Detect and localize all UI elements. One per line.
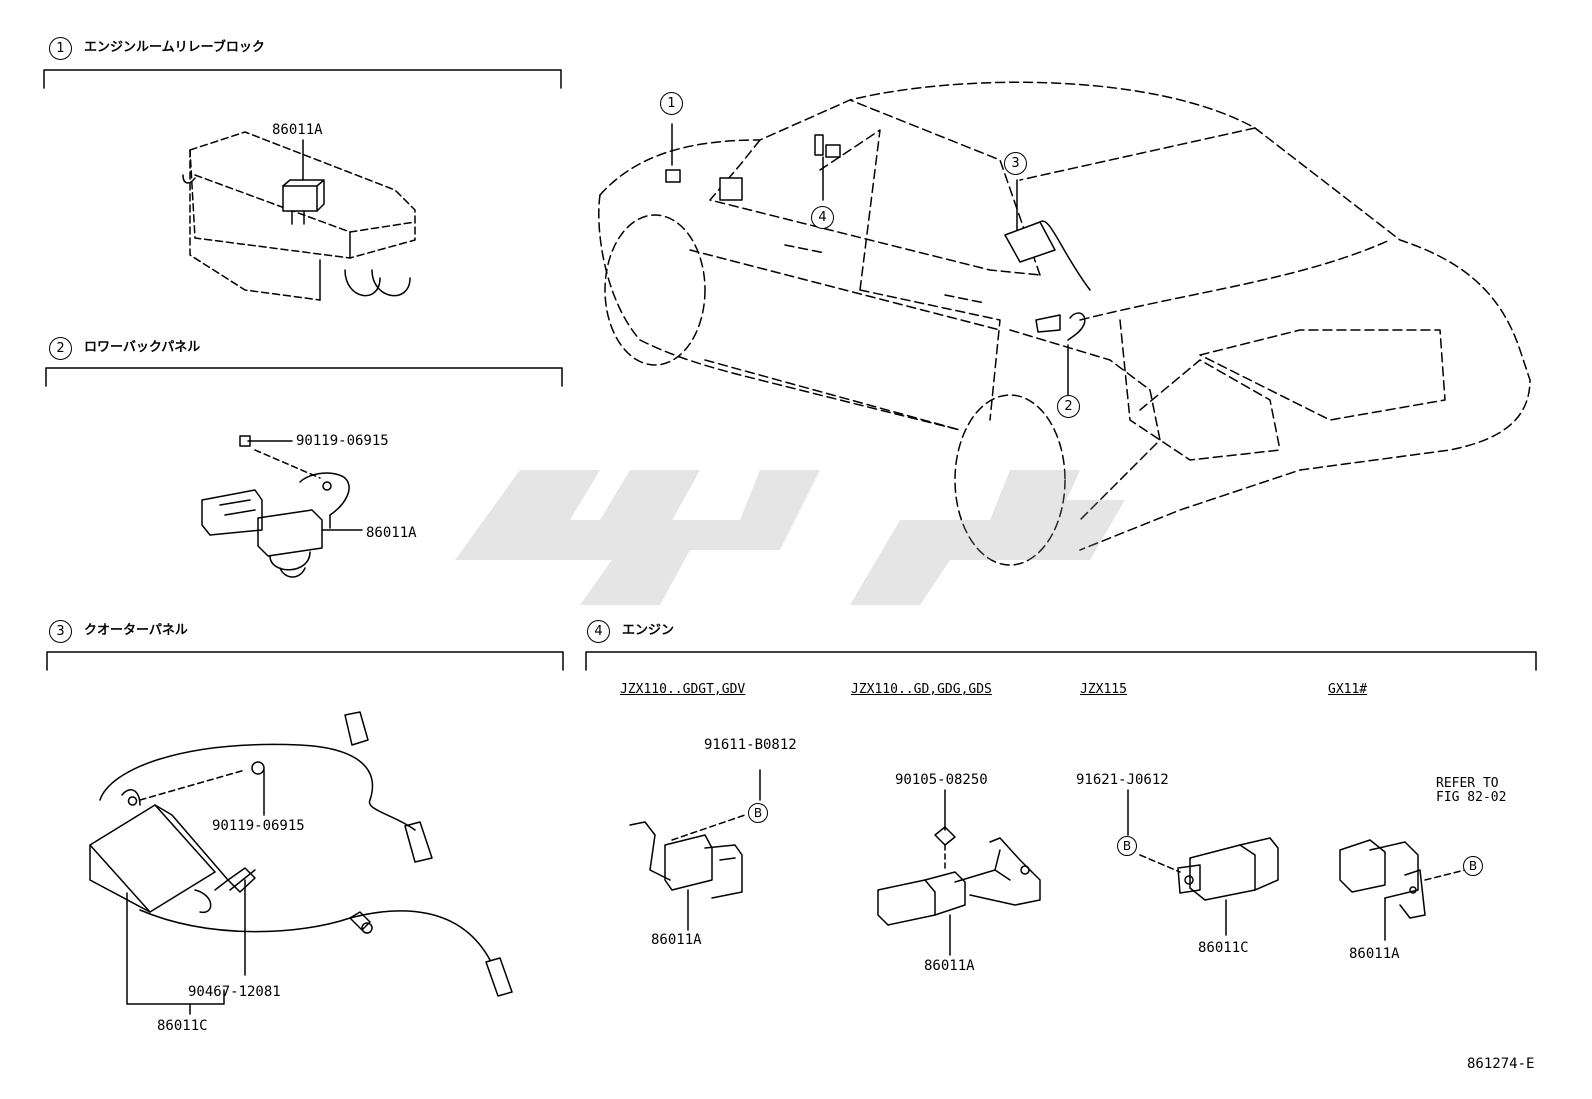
watermark-shapes [455, 470, 1125, 605]
variant-3-part: 86011C [1198, 940, 1249, 956]
section-1-number-badge: 1 [49, 37, 72, 60]
variant-1-drawing [629, 769, 761, 931]
variant-2-fastener: 90105-08250 [895, 772, 988, 788]
car-callout-4: 4 [811, 206, 834, 229]
car-component-markers [665, 123, 1091, 396]
variant-2-model: JZX110..GD,GDG,GDS [851, 682, 992, 697]
car-drawing [598, 81, 1531, 566]
sec2-part-number: 86011A [366, 525, 417, 541]
variant-1-model: JZX110..GDGT,GDV [620, 682, 746, 697]
relay-block-drawing [182, 131, 416, 301]
sec2-bolt-number: 90119-06915 [296, 433, 389, 449]
car-callout-2: 2 [1057, 395, 1080, 418]
variant-4-model: GX11# [1328, 682, 1368, 697]
section-1-frame [43, 69, 562, 89]
sec3-clip-number: 90467-12081 [188, 984, 281, 1000]
variant-1-fastener: 91611-B0812 [704, 737, 797, 753]
section-4-number-badge: 4 [587, 620, 610, 643]
variant-4-refer-line1: REFER TO [1436, 776, 1499, 791]
variant-2-part: 86011A [924, 958, 975, 974]
variant-1-b-marker: B [748, 803, 768, 823]
variant-4-b-marker: B [1463, 856, 1483, 876]
section-3-title: クオーターパネル [84, 623, 188, 638]
section-4-title: エンジン [622, 623, 675, 638]
variant-3-model: JZX115 [1080, 682, 1127, 697]
section-2-number-badge: 2 [49, 337, 72, 360]
variant-3-drawing [1127, 789, 1279, 936]
variant-4-part: 86011A [1349, 946, 1400, 962]
section-3-number-badge: 3 [49, 620, 72, 643]
car-callout-3: 3 [1004, 152, 1027, 175]
variant-1-part: 86011A [651, 932, 702, 948]
figure-code: 861274-E [1467, 1056, 1535, 1072]
section-3-frame [46, 651, 564, 671]
variant-4-drawing [1339, 839, 1466, 941]
sec3-part-number: 86011C [157, 1018, 208, 1034]
section-2-title: ロワーバックパネル [84, 340, 201, 355]
section-4-frame [585, 651, 1537, 671]
variant-4-refer-line2: FIG 82-02 [1436, 790, 1507, 805]
section-1-title: エンジンルームリレーブロック [84, 40, 265, 55]
variant-2-drawing [877, 789, 1041, 956]
quarter-panel-relay-drawing [89, 711, 513, 1015]
variant-3-fastener: 91621-J0612 [1076, 772, 1169, 788]
sec3-bolt-number: 90119-06915 [212, 818, 305, 834]
sec1-part-number: 86011A [272, 122, 323, 138]
section-2-frame [45, 367, 563, 387]
car-callout-1: 1 [660, 92, 683, 115]
lower-back-panel-relay-drawing [201, 435, 363, 578]
variant-3-b-marker: B [1117, 836, 1137, 856]
